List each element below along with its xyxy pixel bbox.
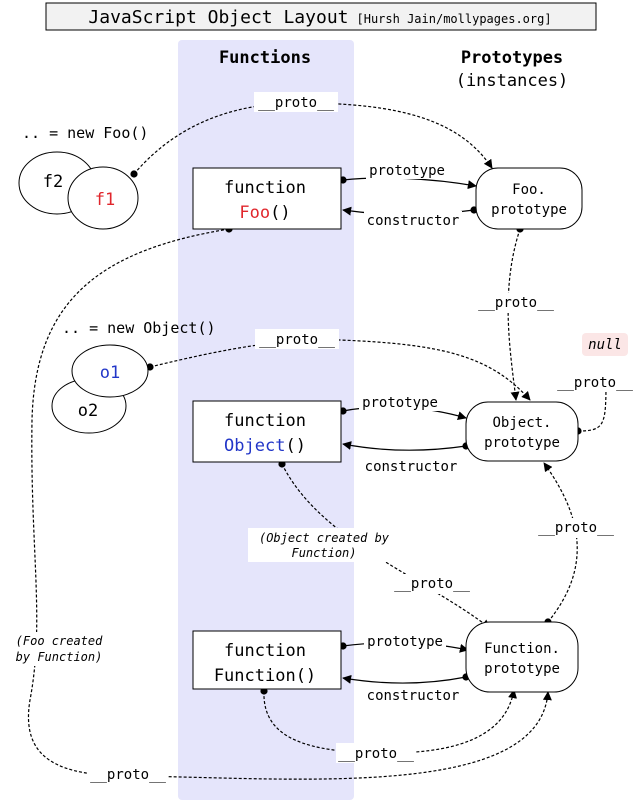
function-function-keyword: function xyxy=(224,641,306,661)
function-proto-label: __proto__ xyxy=(338,746,414,762)
object-prototype-null-link xyxy=(574,379,611,435)
object-proto-label: __proto__ xyxy=(394,576,470,592)
foo-prototype-proto-label: __proto__ xyxy=(478,295,554,311)
o1-proto-label: __proto__ xyxy=(259,332,335,348)
instances-subheader: (instances) xyxy=(456,71,569,91)
function-prototype-proto-link xyxy=(543,462,578,626)
object-prototype-line1: Object. xyxy=(492,415,551,431)
function-constructor-link xyxy=(342,673,470,684)
object-prototype-line2: prototype xyxy=(484,435,560,451)
function-prototype-line1: Function. xyxy=(484,641,560,657)
null-label: null xyxy=(588,337,622,353)
foo-proto-link xyxy=(28,225,552,780)
title-main: JavaScript Object Layout xyxy=(88,7,348,28)
object-prototype-label: prototype xyxy=(362,395,438,411)
object-created-note-line2: Function) xyxy=(291,546,356,560)
foo-prototype-box xyxy=(475,167,583,230)
o2-label: o2 xyxy=(78,401,98,421)
foo-proto-label: __proto__ xyxy=(90,767,166,783)
f1-proto-label: __proto__ xyxy=(258,95,334,111)
prototypes-header: Prototypes xyxy=(461,48,563,68)
link-labels: __proto__ prototype constructor __proto_… xyxy=(10,92,634,784)
foo-prototype-line2: prototype xyxy=(491,202,567,218)
function-prototype-box xyxy=(465,621,579,693)
foo-call-suffix: () xyxy=(270,203,290,223)
foo-function-name: Foo() xyxy=(239,203,290,223)
object-function-keyword: function xyxy=(224,411,306,431)
object-function-name: Object() xyxy=(224,436,306,456)
object-constructor-label: constructor xyxy=(365,459,458,475)
function-prototype-line2: prototype xyxy=(484,661,560,677)
object-call-suffix: () xyxy=(285,436,305,456)
functions-header: Functions xyxy=(219,48,311,68)
foo-function-box xyxy=(192,167,342,230)
null-badge xyxy=(582,333,628,356)
function-function-name: Function() xyxy=(214,666,316,686)
object-created-note-line1: (Object created by xyxy=(259,531,390,545)
f2-label: f2 xyxy=(43,172,63,192)
o1-instance xyxy=(71,344,149,398)
function-function-box xyxy=(192,630,342,690)
title-box xyxy=(45,2,597,31)
object-prototype-box xyxy=(465,401,579,462)
f1-instance xyxy=(67,166,139,230)
object-function-box xyxy=(192,400,342,463)
new-object-label: .. = new Object() xyxy=(62,319,216,337)
o1-label: o1 xyxy=(100,363,120,383)
object-constructor-link xyxy=(342,441,470,451)
function-prototype-proto-label: __proto__ xyxy=(538,520,614,536)
function-prototype-label: prototype xyxy=(367,634,443,650)
foo-created-note-line1: (Foo created xyxy=(16,634,103,648)
foo-prototype-label: prototype xyxy=(369,163,445,179)
foo-created-note-line2: by Function) xyxy=(16,650,103,664)
page-title: JavaScript Object Layout [Hursh Jain/moll… xyxy=(88,7,551,28)
foo-function-keyword: function xyxy=(224,178,306,198)
foo-prototype-proto-link xyxy=(507,225,524,401)
foo-name: Foo xyxy=(239,203,270,223)
object-prototype-null-label: __proto__ xyxy=(557,375,633,391)
foo-prototype-link xyxy=(339,176,477,190)
object-name: Object xyxy=(224,436,285,456)
f1-label: f1 xyxy=(95,190,115,210)
function-constructor-label: constructor xyxy=(367,688,460,704)
new-foo-label: .. = new Foo() xyxy=(22,124,148,142)
foo-prototype-line1: Foo. xyxy=(512,182,546,198)
foo-constructor-label: constructor xyxy=(367,213,460,229)
title-credit: [Hursh Jain/mollypages.org] xyxy=(357,12,552,26)
